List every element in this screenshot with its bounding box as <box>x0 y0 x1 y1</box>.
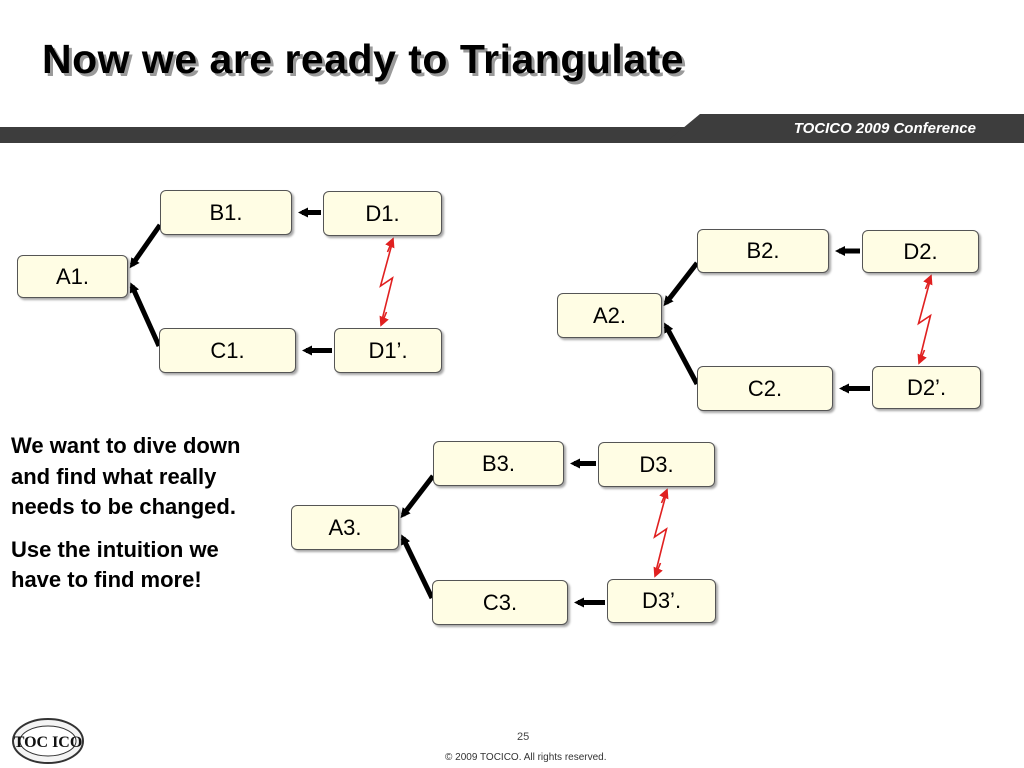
node-d2: D2. <box>862 230 979 273</box>
arrow-b1-to-a1 <box>129 223 163 269</box>
node-a2: A2. <box>557 293 662 338</box>
node-a1: A1. <box>17 255 128 298</box>
node-d1: D1. <box>323 191 442 236</box>
arrow-b3-to-a3 <box>400 474 435 519</box>
node-b3: B3. <box>433 441 564 486</box>
node-c3: C3. <box>432 580 568 625</box>
node-d1-prime: D1’. <box>334 328 442 373</box>
copyright: © 2009 TOCICO. All rights reserved. <box>445 752 607 763</box>
node-b1: B1. <box>160 190 292 235</box>
arrow-c2-to-a2 <box>663 322 700 386</box>
conference-label: TOCICO 2009 Conference <box>793 120 976 137</box>
node-c1: C1. <box>159 328 296 373</box>
node-d3: D3. <box>598 442 715 487</box>
node-a3: A3. <box>291 505 399 550</box>
tocico-logo: TOC ICO <box>12 718 84 764</box>
conflict-arrow-d3 <box>653 488 669 578</box>
arrow-b2-to-a2 <box>663 261 699 307</box>
node-c2: C2. <box>697 366 833 411</box>
node-d3-prime: D3’. <box>607 579 716 623</box>
arrow-c1-to-a1 <box>129 282 162 348</box>
conflict-arrow-d2 <box>917 274 933 365</box>
side-text: We want to dive down and find what reall… <box>11 431 261 608</box>
logo-text: TOC ICO <box>14 734 83 751</box>
conflict-arrow-d1 <box>379 237 395 327</box>
page-number: 25 <box>517 731 530 743</box>
header-bar <box>0 114 1024 143</box>
side-paragraph-1: We want to dive down and find what reall… <box>11 433 241 519</box>
side-paragraph-2: Use the intuition we have to find more! <box>11 536 219 593</box>
arrow-c3-to-a3 <box>400 534 435 600</box>
slide-title: Now we are ready to Triangulate <box>42 36 685 82</box>
node-b2: B2. <box>697 229 829 273</box>
node-d2-prime: D2’. <box>872 366 981 409</box>
